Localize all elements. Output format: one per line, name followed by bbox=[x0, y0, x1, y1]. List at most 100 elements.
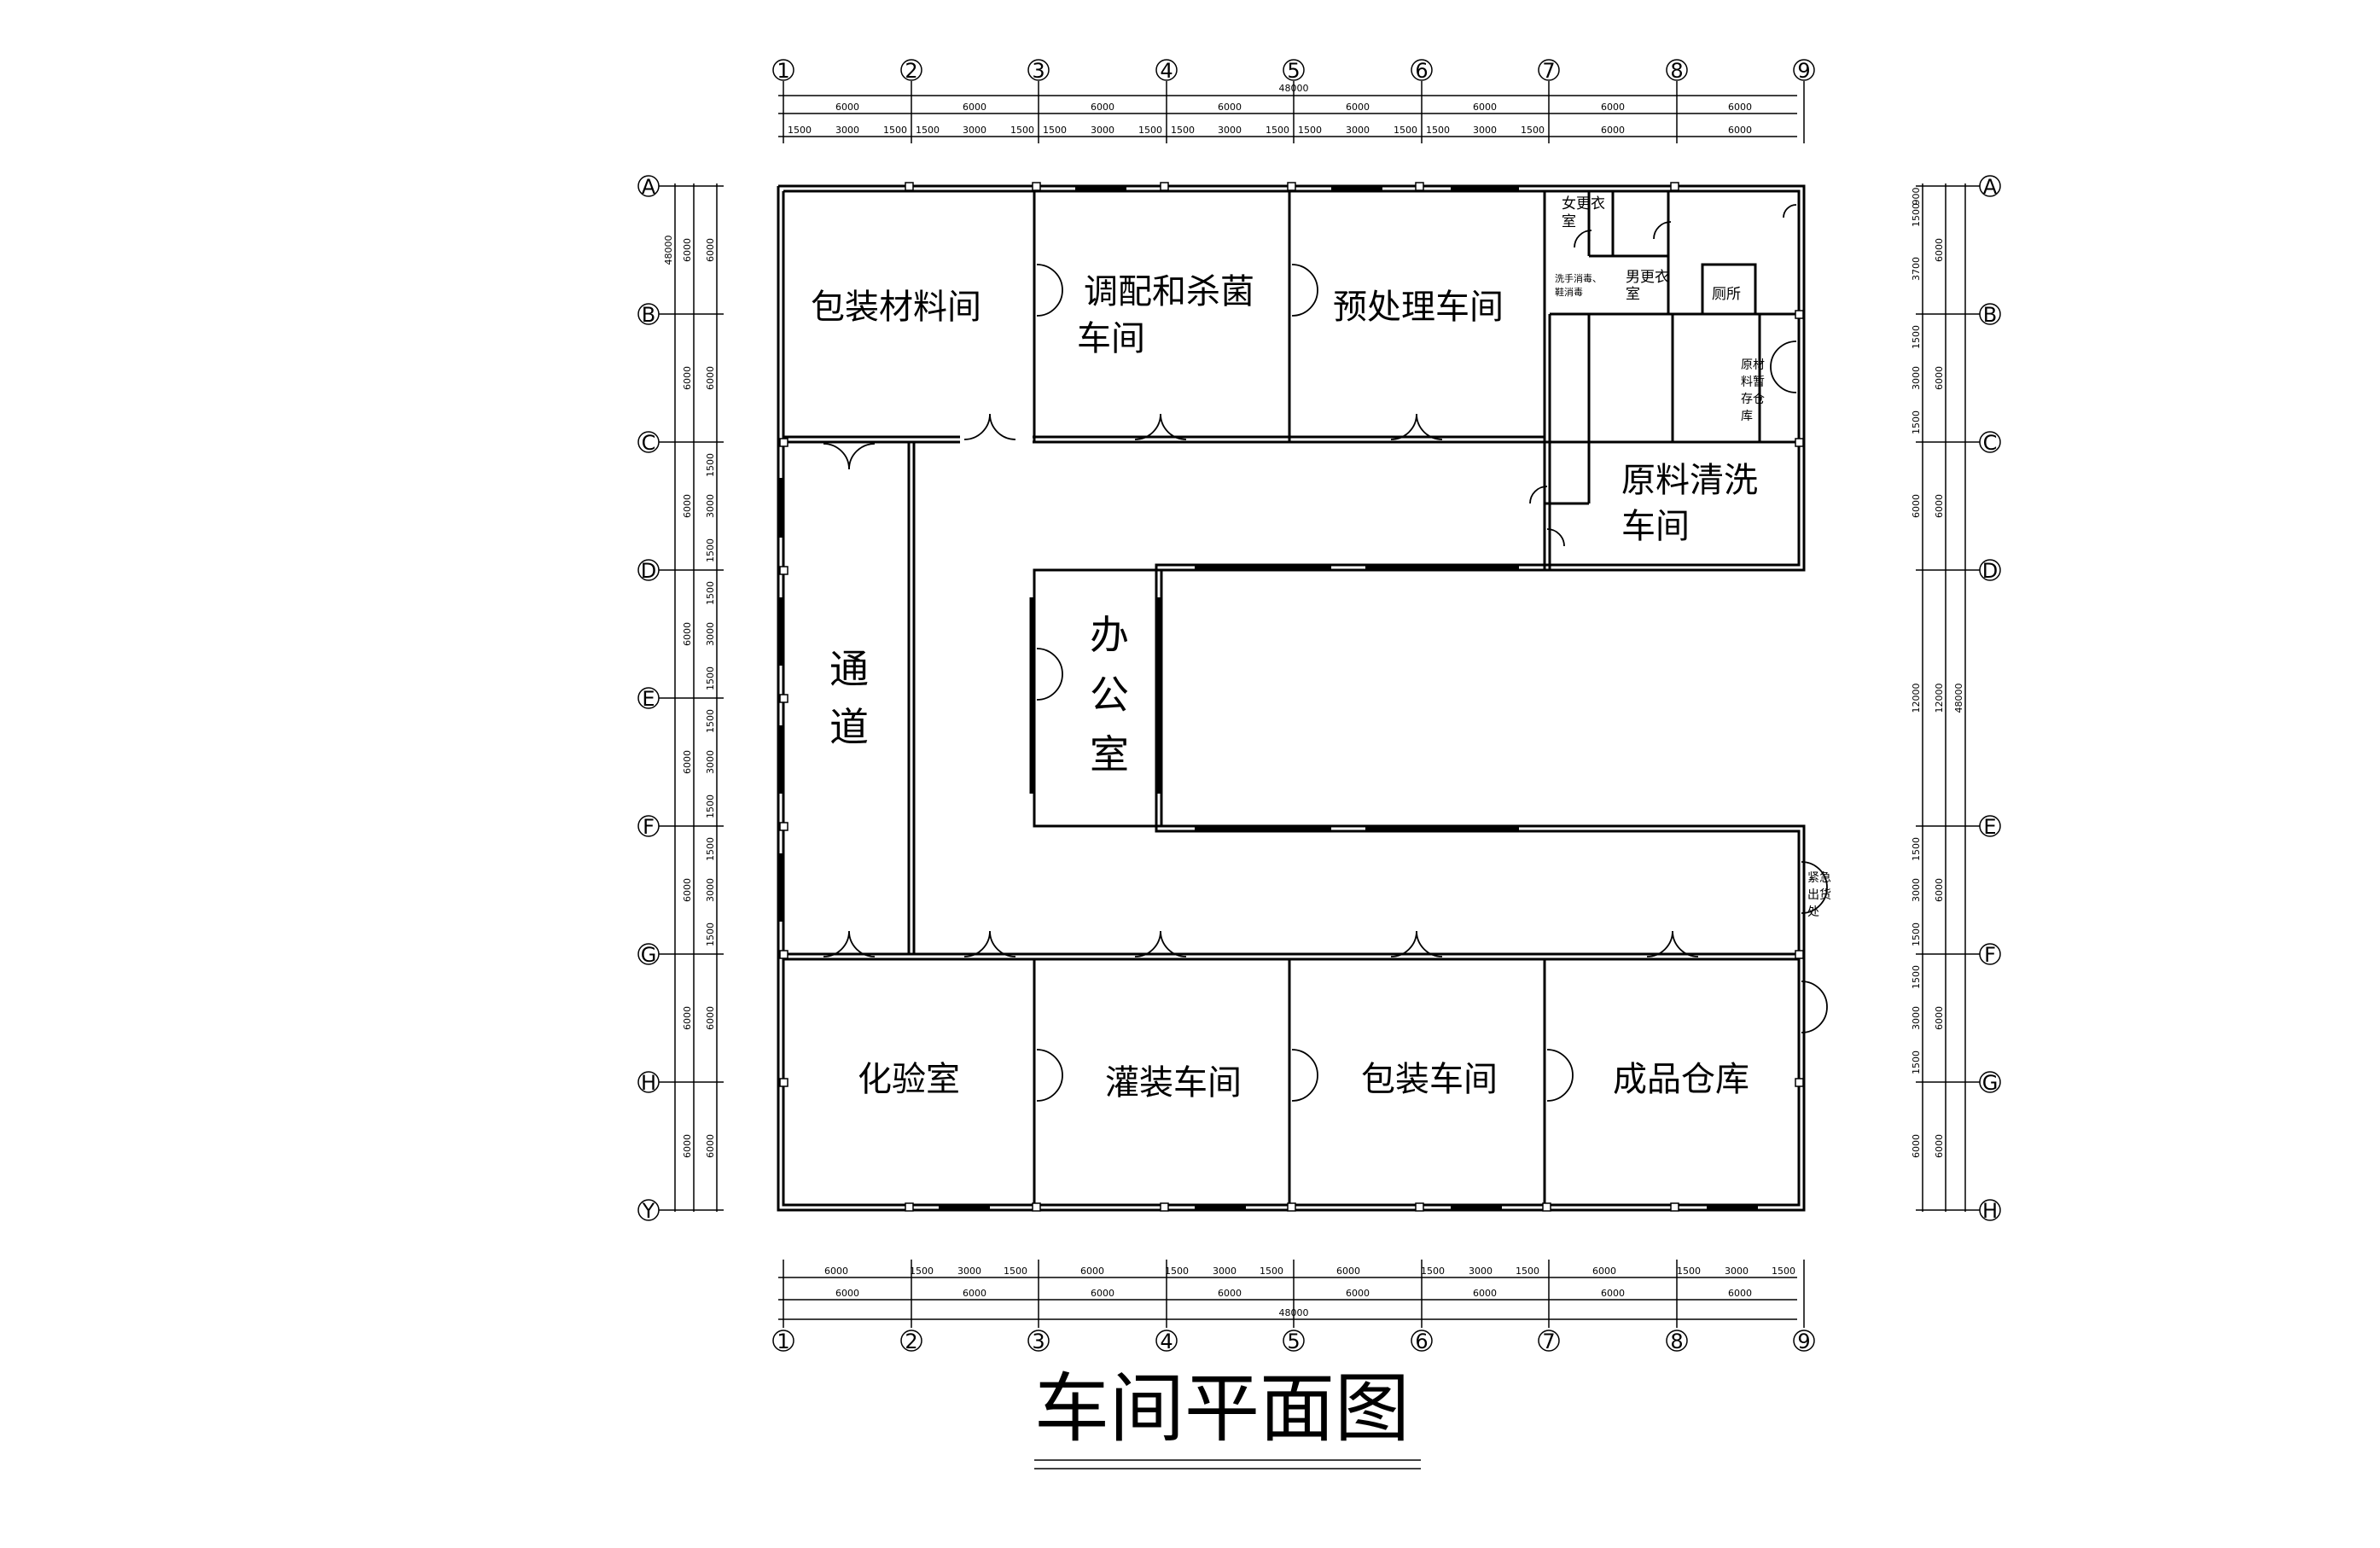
dim-bay: 6000 bbox=[1091, 102, 1114, 113]
room-emergency-line3: 处 bbox=[1807, 905, 1819, 919]
dim-bay: 6000 bbox=[1218, 1288, 1242, 1299]
dim-bay: 6000 bbox=[705, 238, 716, 262]
room-raw-storage-line1: 原材 bbox=[1741, 358, 1765, 372]
axis-label: A bbox=[642, 175, 656, 199]
dim-half: 3000 bbox=[1469, 1266, 1493, 1277]
dim-quarter: 1500 bbox=[1911, 325, 1922, 349]
dim-half: 3000 bbox=[1473, 125, 1497, 136]
dim-half: 3000 bbox=[1218, 125, 1242, 136]
dim-half: 3000 bbox=[705, 622, 716, 646]
dim-quarter: 1500 bbox=[910, 1266, 934, 1277]
dim-half: 3000 bbox=[705, 878, 716, 902]
dim-half: 3000 bbox=[1213, 1266, 1237, 1277]
axis-label: 9 bbox=[1797, 59, 1810, 83]
dim-overall-right: 48000 bbox=[1953, 684, 1964, 713]
left-axis-markers: A B C D E F G H Y bbox=[637, 175, 660, 1223]
left-dimension-lines: 48000 6000 6000 6000 6000 6000 1500 3000… bbox=[657, 183, 724, 1212]
axis-label: 8 bbox=[1670, 1330, 1683, 1353]
dim-half: 3000 bbox=[1346, 125, 1370, 136]
dim-bay: 6000 bbox=[682, 750, 693, 774]
dim-half: 3000 bbox=[1911, 366, 1922, 390]
room-emergency-line2: 出货 bbox=[1807, 887, 1831, 902]
dim-overall-bottom: 48000 bbox=[1279, 1307, 1309, 1318]
dim-bay: 6000 bbox=[963, 1288, 986, 1299]
dim-bay: 6000 bbox=[1934, 878, 1945, 902]
dim-quarter: 1500 bbox=[788, 125, 812, 136]
dim-quarter: 1500 bbox=[705, 581, 716, 605]
axis-label: 9 bbox=[1797, 1330, 1810, 1353]
room-finished-warehouse: 成品仓库 bbox=[1613, 1060, 1749, 1099]
axis-label: H bbox=[1982, 1199, 1998, 1223]
dim-overall-left: 48000 bbox=[663, 236, 674, 265]
dim-quarter: 1500 bbox=[1004, 1266, 1027, 1277]
dim-quarter: 1500 bbox=[1426, 125, 1450, 136]
dim-center: 12000 bbox=[1911, 684, 1922, 713]
dim-quarter: 1500 bbox=[705, 666, 716, 690]
axis-label: C bbox=[642, 431, 656, 455]
dim-bay: 6000 bbox=[1934, 238, 1945, 262]
axis-label: F bbox=[1984, 943, 1996, 967]
axis-label: 1 bbox=[777, 59, 789, 83]
room-hand-wash-line2: 鞋消毒 bbox=[1555, 286, 1583, 298]
room-office-line2: 公 bbox=[1090, 672, 1129, 718]
dim-quarter: 1500 bbox=[1043, 125, 1067, 136]
bottom-axis-markers: 1 2 3 4 5 6 7 8 9 bbox=[772, 1330, 1815, 1353]
room-emergency-line1: 紧急 bbox=[1807, 871, 1831, 885]
axis-label: H bbox=[641, 1071, 656, 1095]
axis-label: 7 bbox=[1542, 59, 1555, 83]
dim-quarter: 1500 bbox=[705, 538, 716, 562]
axis-label: E bbox=[1983, 815, 1996, 839]
dim-quarter: 1500 bbox=[916, 125, 940, 136]
dim-half: 3000 bbox=[705, 494, 716, 518]
dim-quarter: 1500 bbox=[1421, 1266, 1445, 1277]
dim-bay: 6000 bbox=[1601, 125, 1625, 136]
dim-quarter: 1500 bbox=[1266, 125, 1289, 136]
dim-right: 900 bbox=[1911, 188, 1922, 206]
dim-bay: 6000 bbox=[682, 494, 693, 518]
dim-overall-top: 48000 bbox=[1279, 83, 1309, 94]
dim-bay: 6000 bbox=[1336, 1266, 1360, 1277]
axis-label: 6 bbox=[1415, 59, 1428, 83]
room-raw-washing-line1: 原料清洗 bbox=[1621, 461, 1758, 500]
dim-quarter: 1500 bbox=[1260, 1266, 1283, 1277]
dim-right: 1500 bbox=[1911, 203, 1922, 227]
axis-label: D bbox=[1982, 559, 1998, 583]
dim-half: 3000 bbox=[1911, 1006, 1922, 1030]
structural-columns bbox=[779, 182, 1804, 1212]
dim-bay: 6000 bbox=[824, 1266, 848, 1277]
dim-bay: 6000 bbox=[963, 102, 986, 113]
dim-bay: 6000 bbox=[682, 1006, 693, 1030]
dim-bay: 6000 bbox=[682, 238, 693, 262]
right-axis-markers: A B C D E F G H bbox=[1979, 175, 2001, 1223]
dim-bay: 6000 bbox=[1346, 1288, 1370, 1299]
dim-quarter: 1500 bbox=[1010, 125, 1034, 136]
dim-quarter: 1500 bbox=[883, 125, 907, 136]
room-pretreatment: 预处理车间 bbox=[1333, 288, 1504, 327]
dim-bay: 6000 bbox=[1473, 102, 1497, 113]
dim-half: 3000 bbox=[1725, 1266, 1749, 1277]
dim-bay: 6000 bbox=[1080, 1266, 1104, 1277]
room-packaging-material: 包装材料间 bbox=[811, 288, 981, 327]
room-raw-storage-line2: 料暂 bbox=[1741, 375, 1765, 389]
dim-half: 3000 bbox=[1091, 125, 1114, 136]
axis-label: 3 bbox=[1032, 59, 1045, 83]
dim-bay: 6000 bbox=[682, 1134, 693, 1158]
dim-bay: 6000 bbox=[1728, 1288, 1752, 1299]
dim-center: 12000 bbox=[1934, 684, 1945, 713]
axis-label: Y bbox=[642, 1199, 655, 1223]
room-mix-sterilize-line1: 调配和杀菌 bbox=[1084, 272, 1254, 311]
dim-bay: 6000 bbox=[705, 366, 716, 390]
axis-label: 1 bbox=[777, 1330, 789, 1353]
dim-quarter: 1500 bbox=[1298, 125, 1322, 136]
dim-bay: 6000 bbox=[1592, 1266, 1616, 1277]
axis-label: G bbox=[1982, 1071, 1999, 1095]
dim-quarter: 1500 bbox=[705, 709, 716, 733]
axis-label: G bbox=[641, 943, 657, 967]
dim-bay: 6000 bbox=[705, 1006, 716, 1030]
dim-quarter: 1500 bbox=[705, 922, 716, 946]
dim-quarter: 1500 bbox=[1911, 1050, 1922, 1074]
dim-quarter: 1500 bbox=[1911, 410, 1922, 434]
room-office-line3: 室 bbox=[1090, 731, 1129, 777]
dim-bay: 6000 bbox=[682, 878, 693, 902]
